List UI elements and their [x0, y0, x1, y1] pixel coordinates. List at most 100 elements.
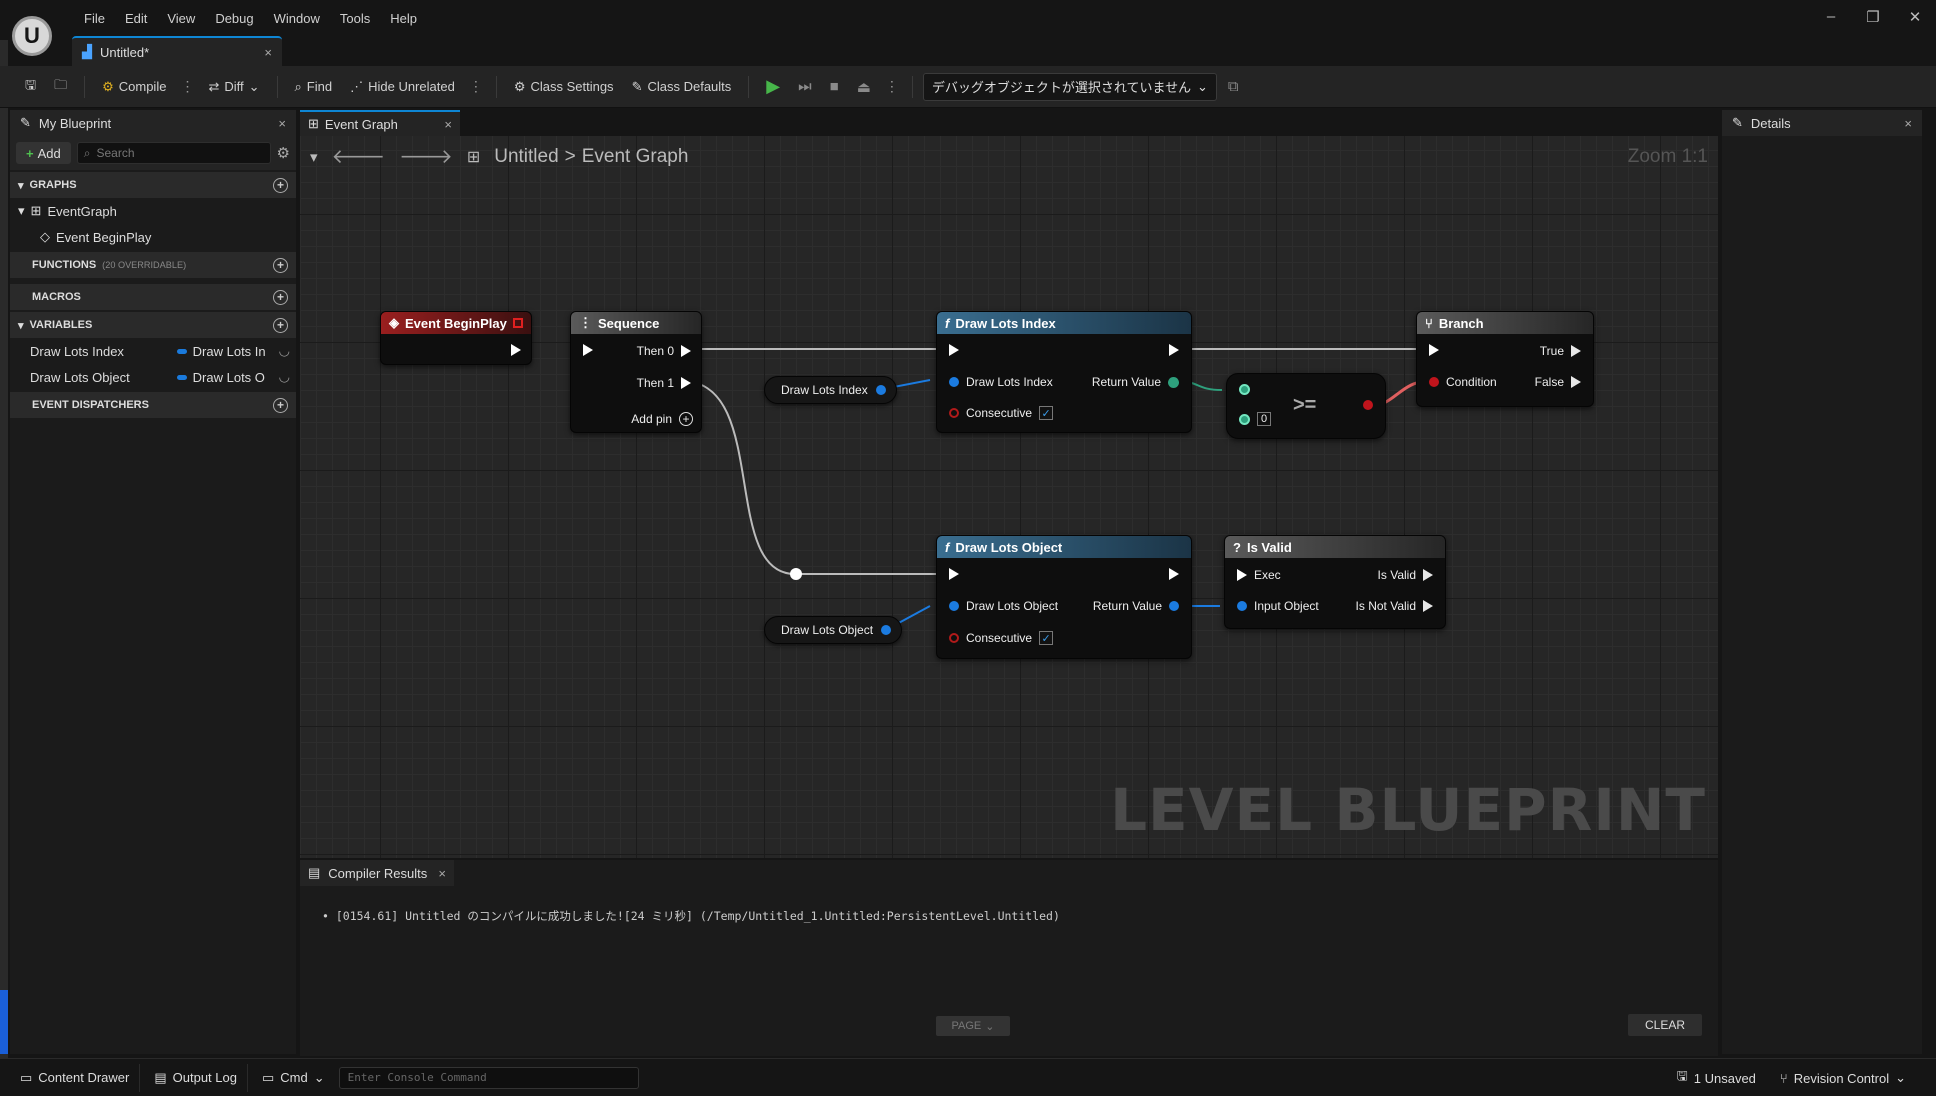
add-dispatcher-icon[interactable]: + [273, 397, 288, 413]
forward-arrow-icon[interactable]: 🡒 [399, 146, 453, 168]
object-pin[interactable] [875, 385, 886, 395]
close-icon[interactable]: × [1904, 115, 1912, 131]
tab-compiler-results[interactable]: ▤ Compiler Results × [300, 860, 454, 886]
is-valid-pin[interactable]: Is Valid [1378, 568, 1433, 582]
compare-a-pin[interactable] [1239, 384, 1250, 395]
then-1-pin[interactable]: Then 1 [637, 376, 691, 390]
menu-window[interactable]: Window [273, 11, 320, 26]
add-graph-icon[interactable]: + [273, 177, 288, 193]
exec-in-pin[interactable] [949, 568, 959, 580]
tree-item-event-beginplay[interactable]: ◇Event BeginPlay [10, 224, 296, 250]
object-pin[interactable] [881, 625, 892, 635]
step-button[interactable]: ⏭ [798, 78, 812, 95]
visibility-eye-icon[interactable]: ◡ [278, 369, 290, 384]
consecutive-checkbox[interactable]: ✓ [1039, 631, 1054, 645]
menu-view[interactable]: View [167, 11, 196, 26]
my-blueprint-tab[interactable]: ✎ My Blueprint × [10, 110, 296, 136]
then-0-pin[interactable]: Then 0 [637, 344, 691, 358]
node-draw-lots-object[interactable]: f Draw Lots Object Draw Lots Object Retu… [936, 535, 1192, 659]
close-icon[interactable]: × [438, 865, 446, 881]
add-pin-button[interactable]: Add pin+ [631, 412, 693, 426]
tab-details[interactable]: ✎ Details × [1722, 110, 1922, 136]
class-defaults-button[interactable]: ✎Class Defaults [625, 72, 739, 102]
settings-gear-icon[interactable]: ⚙ [276, 145, 290, 162]
compile-options-icon[interactable]: ⋮ [180, 78, 195, 94]
true-pin[interactable]: True [1540, 344, 1581, 358]
menu-tools[interactable]: Tools [339, 11, 371, 26]
section-functions[interactable]: FUNCTIONS(20 OVERRIDABLE)+ [10, 252, 296, 278]
exec-in-pin[interactable] [1429, 344, 1439, 356]
class-settings-button[interactable]: ⚙Class Settings [507, 72, 621, 102]
close-window-button[interactable]: ✕ [1908, 9, 1922, 26]
add-function-icon[interactable]: + [273, 257, 288, 273]
delegate-pin-icon[interactable] [513, 318, 523, 328]
exec-out-pin[interactable] [1169, 344, 1179, 356]
compare-result-pin[interactable] [1363, 400, 1373, 410]
save-button[interactable]: 🖫 [18, 72, 43, 102]
minimize-button[interactable]: – [1826, 8, 1836, 25]
output-log-button[interactable]: ▤Output Log [144, 1063, 248, 1092]
exec-out-pin[interactable] [511, 344, 521, 356]
return-value-pin[interactable]: Return Value [1093, 599, 1179, 613]
var-node-draw-lots-object[interactable]: Draw Lots Object [764, 616, 903, 644]
exec-in-pin[interactable] [949, 344, 959, 356]
close-icon[interactable]: × [444, 116, 452, 132]
add-macro-icon[interactable]: + [273, 289, 288, 305]
unsaved-button[interactable]: 🖫1 Unsaved [1667, 1064, 1766, 1092]
more-options-icon[interactable]: ⋮ [468, 78, 483, 94]
clear-button[interactable]: CLEAR [1628, 1014, 1702, 1036]
menu-help[interactable]: Help [390, 11, 417, 26]
search-input[interactable]: ⌕Search [76, 142, 271, 164]
is-not-valid-pin[interactable]: Is Not Valid [1356, 599, 1433, 613]
visibility-eye-icon[interactable]: ◡ [278, 343, 290, 358]
consecutive-checkbox[interactable]: ✓ [1039, 406, 1054, 420]
var-node-draw-lots-index[interactable]: Draw Lots Index [764, 376, 897, 404]
section-macros[interactable]: MACROS+ [10, 284, 296, 310]
section-variables[interactable]: ▾VARIABLES+ [10, 312, 296, 338]
console-input[interactable]: Enter Console Command [338, 1066, 639, 1089]
content-drawer-button[interactable]: ▭Content Drawer [10, 1063, 141, 1092]
exec-out-pin[interactable] [1169, 568, 1179, 580]
stop-button[interactable]: ■ [829, 78, 839, 95]
node-event-beginplay[interactable]: ◈ Event BeginPlay [380, 311, 532, 365]
add-button[interactable]: +Add [16, 142, 71, 164]
play-button[interactable]: ▶ [766, 76, 781, 96]
consecutive-pin[interactable]: Consecutive✓ [949, 406, 1054, 420]
section-event-dispatchers[interactable]: EVENT DISPATCHERS+ [10, 392, 296, 418]
breadcrumb-root[interactable]: Untitled [494, 145, 559, 167]
find-button[interactable]: ⌕Find [288, 72, 340, 102]
debug-select-icon[interactable]: ⧉ [1227, 78, 1239, 95]
close-tab-button[interactable]: × [264, 44, 272, 60]
compare-b-pin[interactable]: 0 [1239, 412, 1272, 426]
menu-file[interactable]: File [84, 11, 105, 26]
document-tab[interactable]: ▟ Untitled* × [72, 36, 282, 66]
false-pin[interactable]: False [1535, 375, 1581, 389]
browse-button[interactable]: 🗀 [47, 72, 74, 102]
back-arrow-icon[interactable]: 🡐 [331, 146, 386, 168]
add-variable-icon[interactable]: + [273, 317, 288, 333]
revision-control-button[interactable]: ⑂Revision Control⌄ [1770, 1064, 1916, 1092]
exec-in-pin[interactable] [583, 344, 593, 356]
node-greater-equal[interactable]: 0 >= [1226, 373, 1386, 439]
bookmark-icon[interactable]: ▾ [310, 148, 318, 166]
compile-button[interactable]: ⚙Compile [95, 72, 173, 102]
consecutive-pin[interactable]: Consecutive✓ [949, 631, 1054, 645]
input-object-pin[interactable]: Draw Lots Index [949, 375, 1053, 389]
page-dropdown[interactable]: PAGE⌄ [936, 1016, 1010, 1036]
maximize-button[interactable]: ❐ [1866, 9, 1880, 26]
hide-unrelated-button[interactable]: ⋰Hide Unrelated [343, 72, 462, 102]
menu-debug[interactable]: Debug [215, 11, 254, 26]
close-icon[interactable]: × [278, 115, 286, 131]
debug-object-dropdown[interactable]: デバッグオブジェクトが選択されていません⌄ [922, 72, 1217, 101]
node-draw-lots-index[interactable]: f Draw Lots Index Draw Lots Index Return… [936, 311, 1192, 433]
condition-pin[interactable]: Condition [1429, 375, 1497, 389]
play-options-icon[interactable]: ⋮ [884, 78, 899, 94]
return-value-pin[interactable]: Return Value [1092, 375, 1179, 389]
reroute-node[interactable] [790, 568, 802, 580]
cmd-dropdown[interactable]: ▭Cmd⌄ [252, 1064, 335, 1092]
unreal-logo-icon[interactable]: U [12, 16, 52, 56]
menu-edit[interactable]: Edit [124, 11, 148, 26]
eject-button[interactable]: ⏏ [856, 78, 871, 96]
